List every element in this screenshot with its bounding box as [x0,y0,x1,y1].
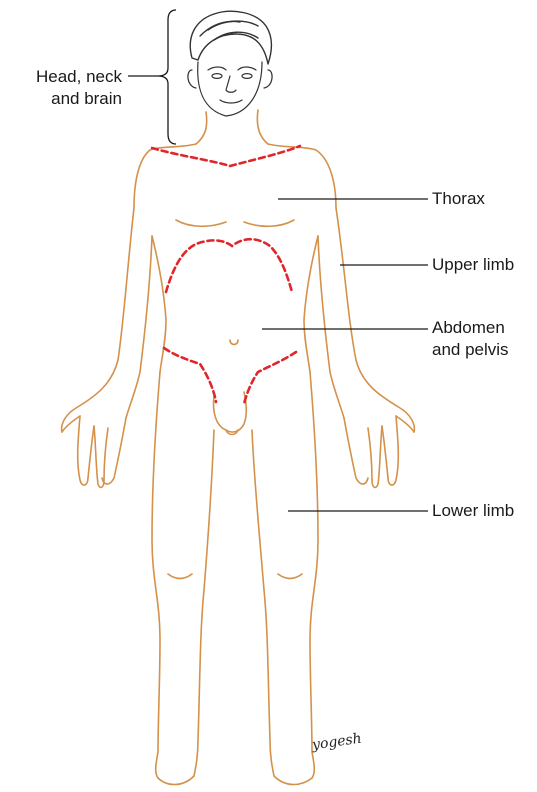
label-head-line2: and brain [12,88,122,110]
neck-thorax-divider [152,146,300,166]
abdomen-limb-divider [164,348,216,402]
label-head-line1: Head, neck [12,66,122,88]
label-head-neck-brain: Head, neck and brain [12,66,122,110]
label-upper-limb: Upper limb [432,254,514,276]
body-outline [62,110,415,785]
label-abdomen-pelvis: Abdomen and pelvis [432,317,509,361]
leader-lines [262,199,428,511]
region-dividers [152,146,300,404]
face-figure [188,62,272,116]
label-thorax: Thorax [432,188,485,210]
label-abdomen-line1: Abdomen [432,317,509,339]
head-figure [190,11,271,64]
label-lower-limb: Lower limb [432,500,514,522]
thorax-abdomen-divider [166,239,292,292]
head-bracket [128,10,176,144]
label-abdomen-line2: and pelvis [432,339,509,361]
